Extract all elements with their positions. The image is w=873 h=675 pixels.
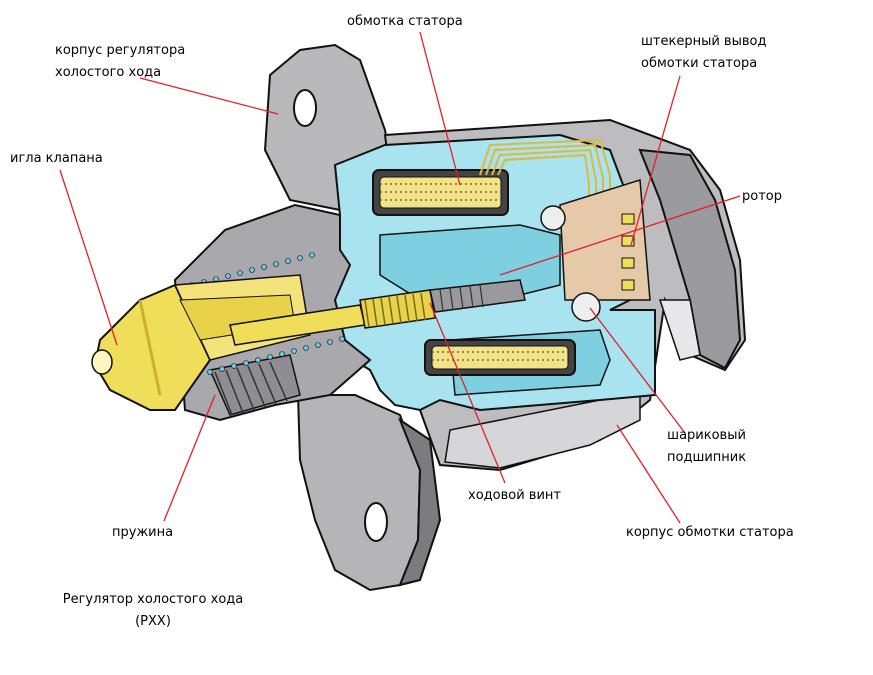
stator-winding-top xyxy=(372,169,509,216)
label-needle: игла клапана xyxy=(10,151,103,166)
caption-line2: (РХХ) xyxy=(135,614,171,629)
leader-rotor xyxy=(499,195,741,276)
mount-hole-bottom xyxy=(364,502,388,542)
label-body-line2: холостого хода xyxy=(55,65,162,80)
leader-stator-housing xyxy=(616,424,681,524)
label-body: корпус регулятора холостого хода xyxy=(55,40,185,84)
label-stator-winding: обмотка статора xyxy=(347,14,463,29)
label-connector: штекерный вывод обмотки статора xyxy=(641,31,766,75)
label-connector-line2: обмотки статора xyxy=(641,56,758,71)
leader-needle xyxy=(59,169,118,346)
label-ball-bearing-line2: подшипник xyxy=(667,450,747,465)
mount-hole-top xyxy=(293,89,317,127)
label-rotor: ротор xyxy=(742,189,782,204)
leader-lead-screw xyxy=(429,302,506,484)
mounting-flange xyxy=(263,43,442,592)
label-lead-screw: ходовой винт xyxy=(468,488,561,503)
caption-line1: Регулятор холостого хода xyxy=(62,592,244,607)
label-stator-housing: корпус обмотки статора xyxy=(626,525,794,540)
diagram-caption: Регулятор холостого хода (РХХ) xyxy=(53,589,253,633)
label-spring: пружина xyxy=(112,525,174,540)
label-ball-bearing-line1: шариковый xyxy=(667,428,746,443)
leader-spring xyxy=(163,394,216,522)
label-ball-bearing: шариковый подшипник xyxy=(667,425,746,469)
lead-screw xyxy=(229,279,526,346)
leader-lines xyxy=(59,31,741,524)
leader-connector xyxy=(630,75,681,246)
leader-body xyxy=(139,77,279,115)
leader-ball-bearing xyxy=(589,307,686,434)
label-body-line1: корпус регулятора xyxy=(55,43,186,58)
leader-stator-winding xyxy=(419,31,461,186)
label-connector-line1: штекерный вывод xyxy=(641,34,767,49)
stator-winding-bottom xyxy=(424,339,576,376)
bearings xyxy=(540,205,601,322)
